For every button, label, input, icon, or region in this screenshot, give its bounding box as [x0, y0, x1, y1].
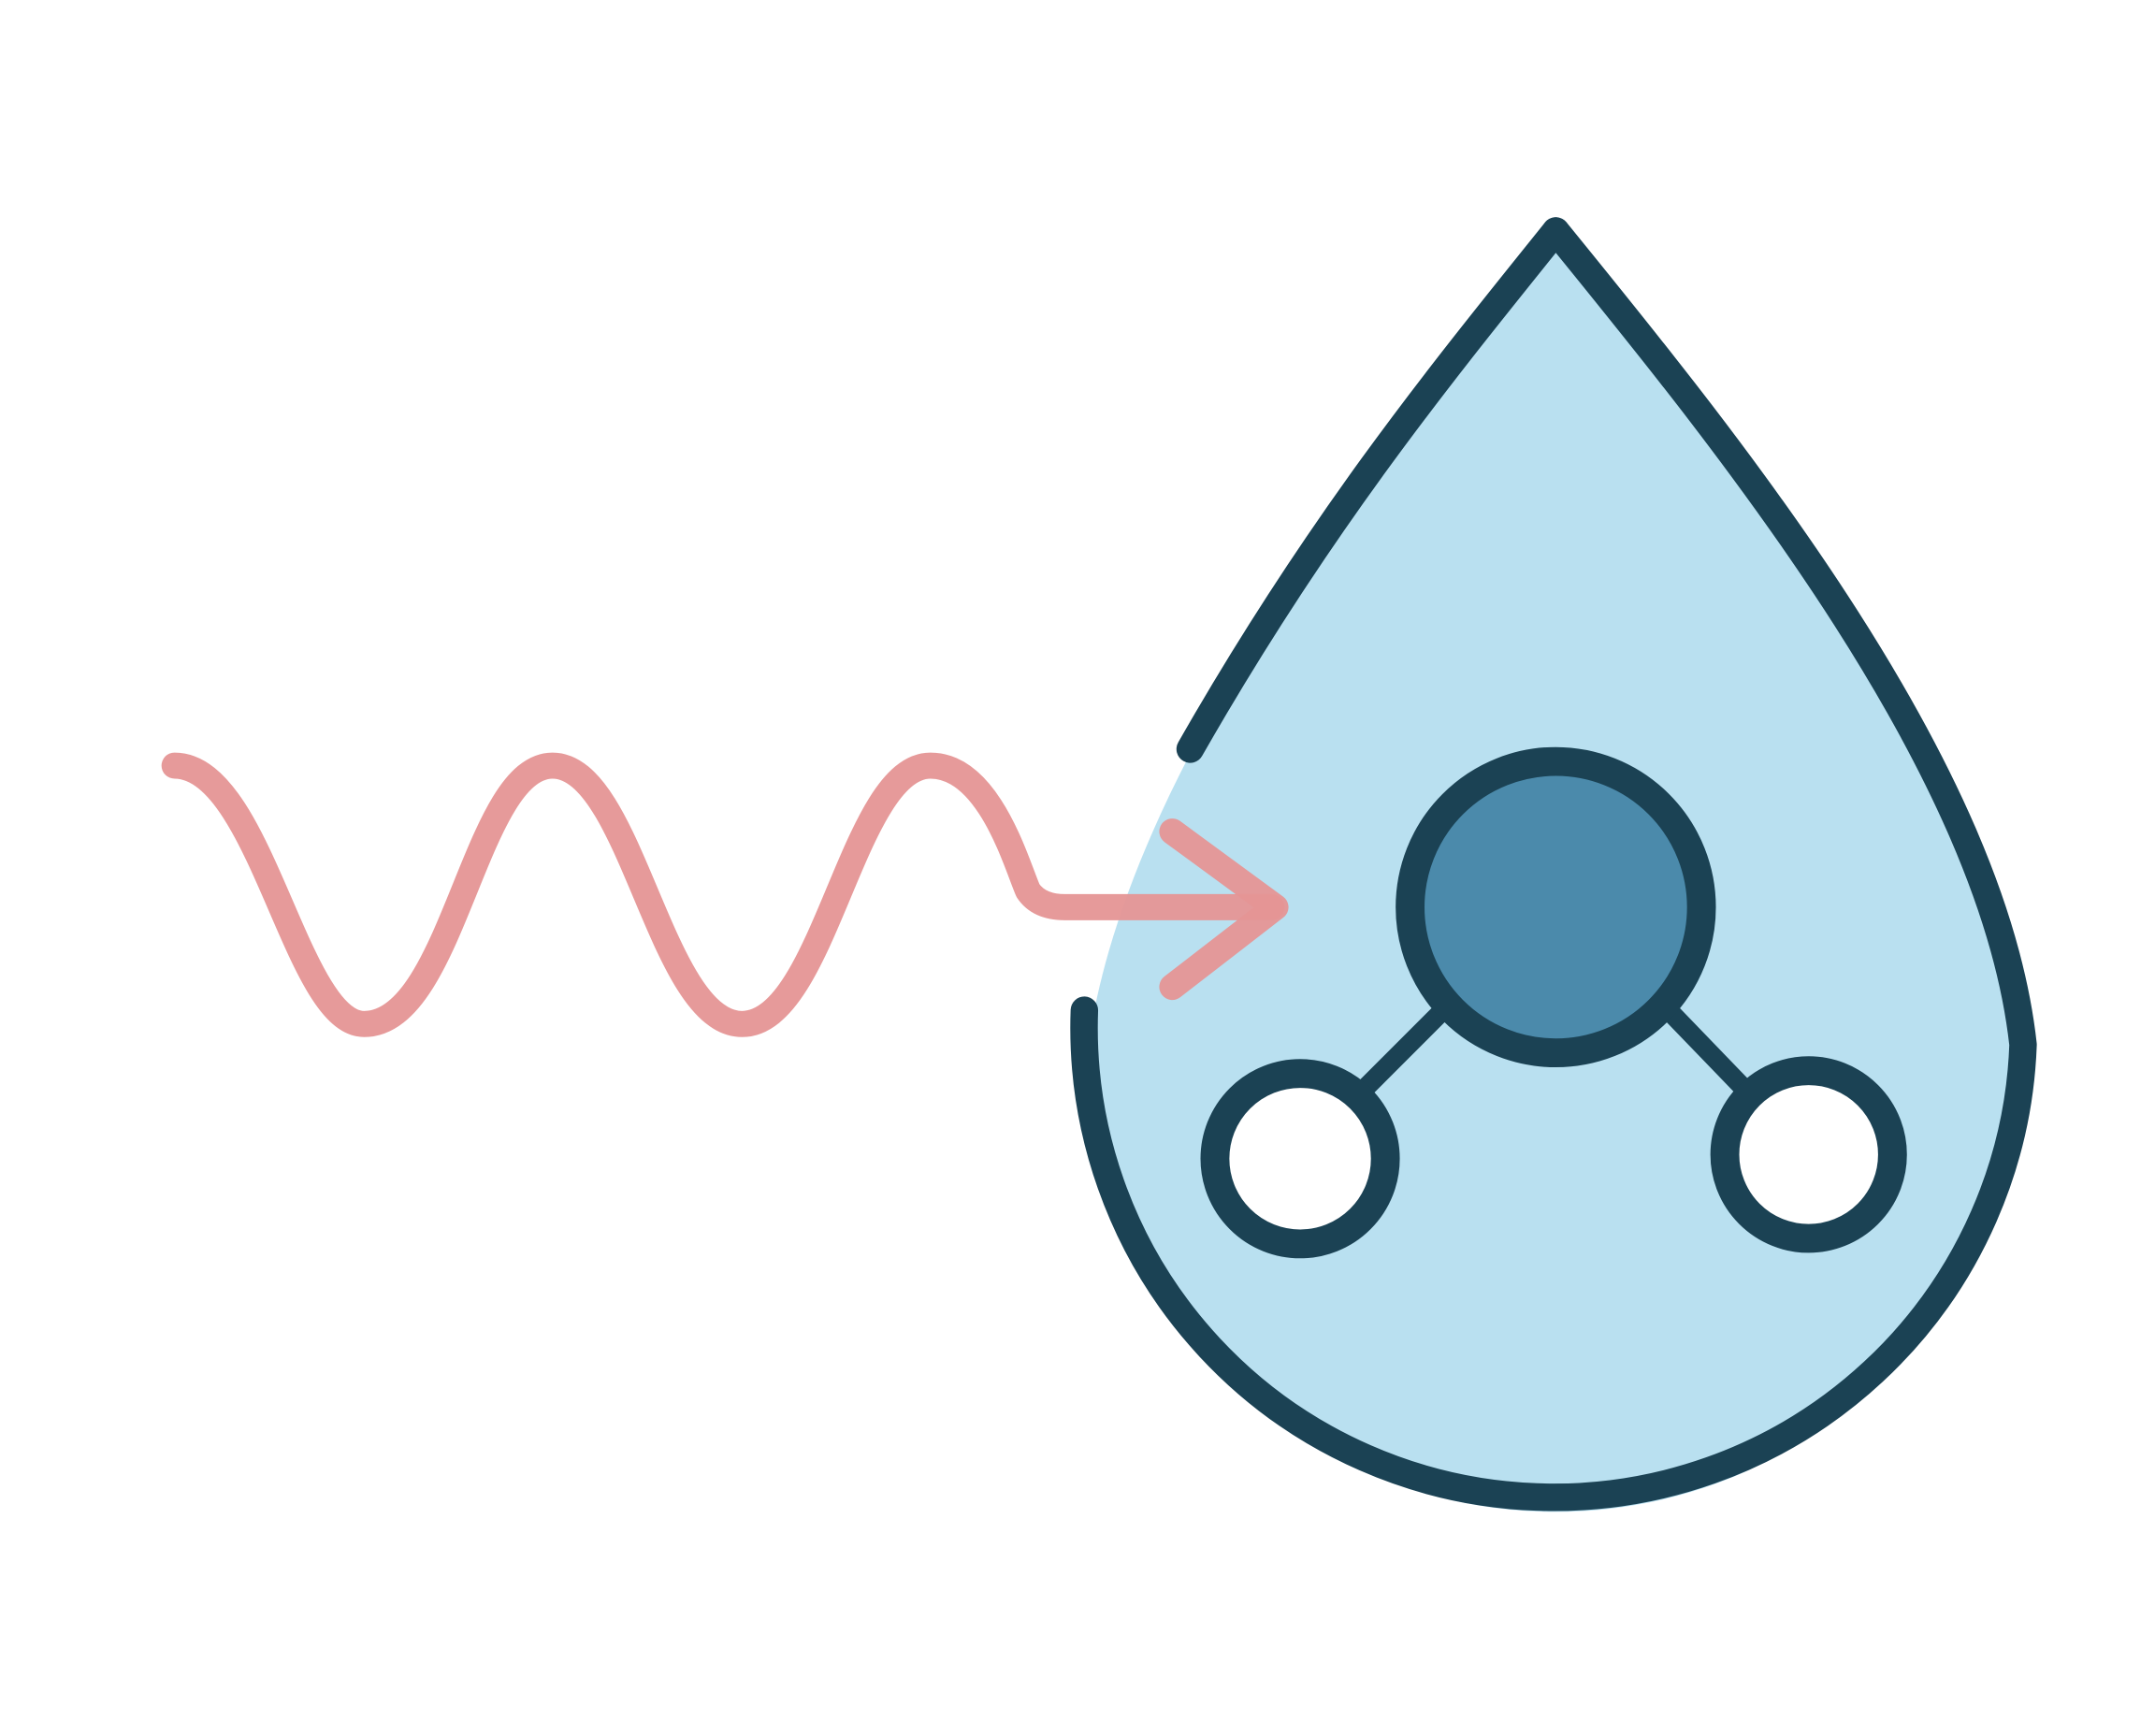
molecule-icon: [1200, 746, 1907, 1259]
central-atom: [1396, 746, 1716, 1068]
bond-right: [1658, 1000, 1756, 1100]
drop-outline-upper-left: [1176, 217, 1570, 763]
arrow-head: [1159, 818, 1289, 1001]
right-atom: [1710, 1056, 1907, 1253]
wave-line: [161, 752, 1285, 1037]
wave-arrow-icon: [161, 752, 1289, 1037]
bond-left: [1348, 1003, 1451, 1106]
left-atom: [1200, 1059, 1400, 1259]
drop-outline-main: [1070, 217, 2037, 1512]
